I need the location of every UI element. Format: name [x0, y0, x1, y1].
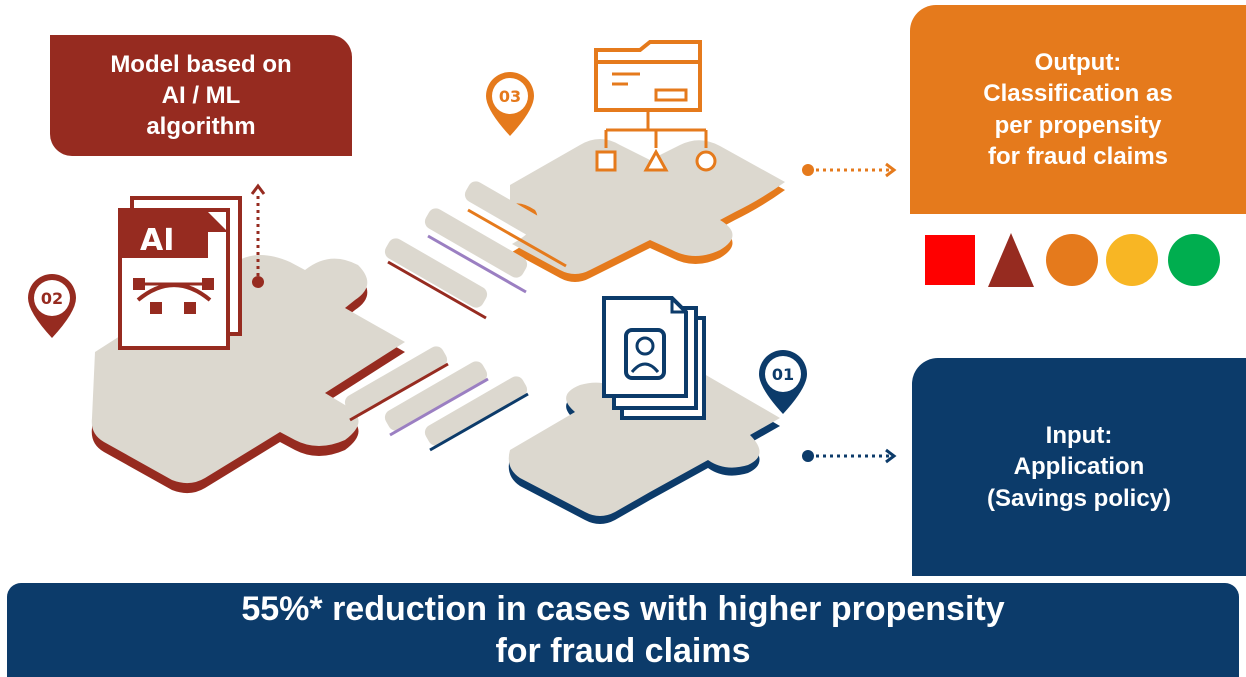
model-line-1: Model based on [110, 50, 292, 78]
output-box: Output: Classification as per propensity… [910, 5, 1246, 214]
yellow-circle-icon [1106, 234, 1158, 286]
puzzle-piece-step-3 [510, 139, 785, 282]
input-line-1: Input: [1045, 422, 1113, 450]
input-arrow [802, 448, 897, 464]
folder-classification-icon [594, 40, 717, 172]
model-line-2: AI / ML [161, 81, 241, 109]
step-pin-3: 03 [486, 72, 534, 136]
banner-line-1: 55%* reduction in cases with higher prop… [241, 589, 1005, 628]
output-line-2: Classification as [983, 80, 1173, 108]
red-square-icon [925, 235, 975, 285]
step-3-label: 03 [499, 87, 521, 106]
ai-file-label: AI [140, 223, 174, 258]
green-circle-icon [1168, 234, 1220, 286]
step-pin-1: 01 [759, 350, 807, 414]
result-banner: 55%* reduction in cases with higher prop… [7, 583, 1239, 677]
connector-bars-upper [384, 181, 568, 320]
step-1-label: 01 [772, 365, 794, 384]
output-line-3: per propensity [994, 111, 1162, 139]
input-box: Input: Application (Savings policy) [912, 358, 1246, 576]
model-arrow [250, 183, 266, 288]
connector-bars-lower [344, 346, 529, 452]
maroon-triangle-icon [988, 233, 1034, 287]
model-box: Model based on AI / ML algorithm [50, 35, 352, 156]
step-2-label: 02 [41, 289, 63, 308]
ai-file-icon: AI [118, 196, 242, 350]
input-line-2: Application [1013, 453, 1145, 481]
puzzle-piece-step-1 [508, 360, 780, 524]
model-line-3: algorithm [146, 113, 256, 141]
output-arrow [802, 162, 897, 178]
orange-circle-icon [1046, 234, 1098, 286]
output-line-1: Output: [1034, 49, 1122, 77]
step-pin-2: 02 [28, 274, 76, 338]
input-line-3: (Savings policy) [986, 484, 1172, 512]
document-person-icon [602, 296, 706, 420]
classification-legend [925, 233, 1220, 287]
banner-line-2: for fraud claims [495, 632, 751, 670]
output-line-4: for fraud claims [987, 142, 1169, 170]
